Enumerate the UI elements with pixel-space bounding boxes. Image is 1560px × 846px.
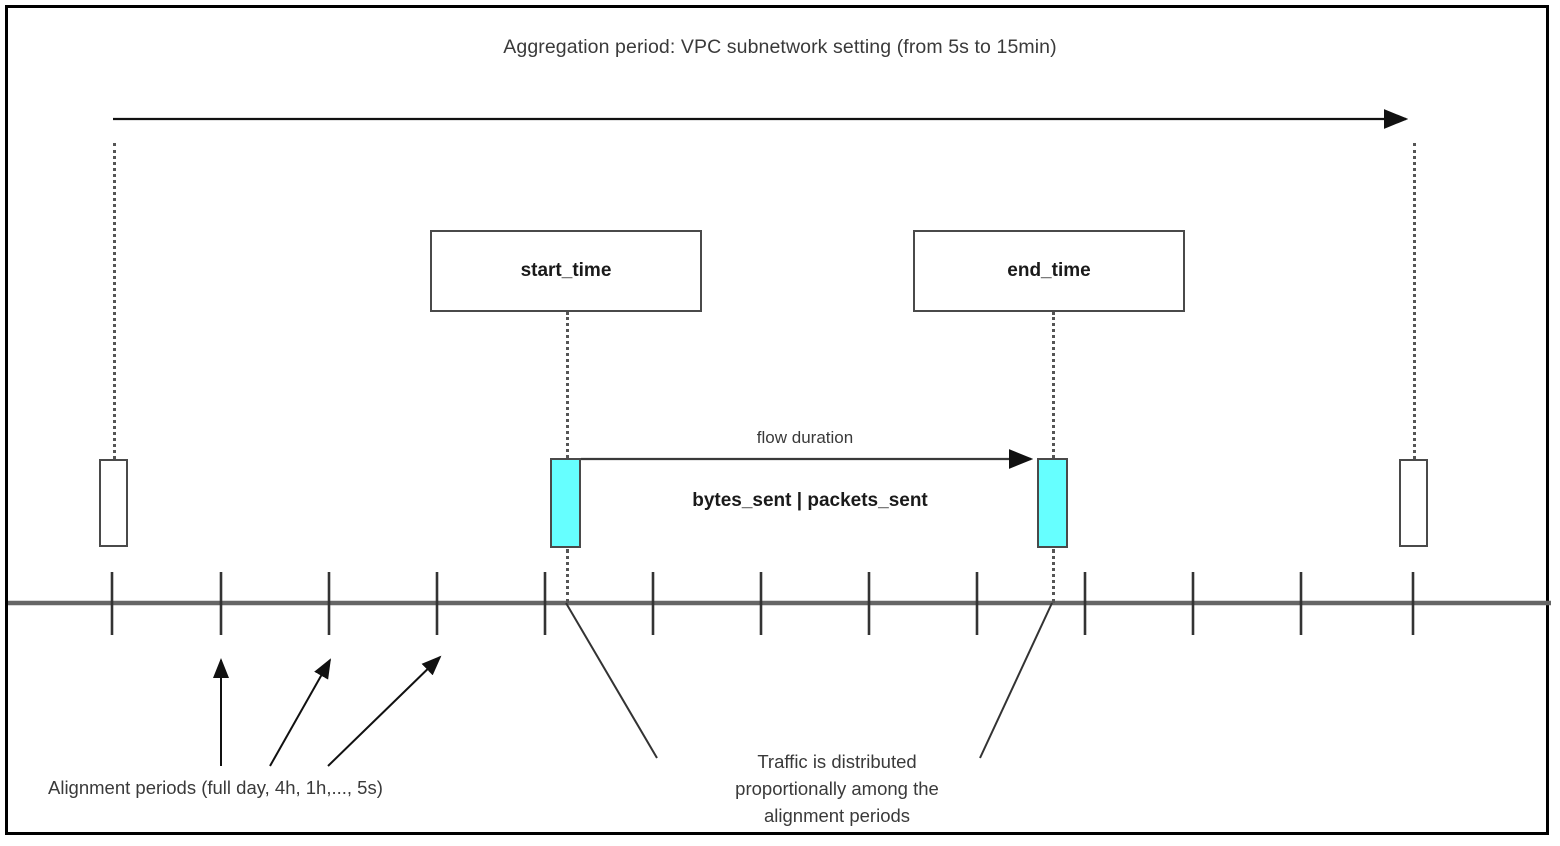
metrics-label: bytes_sent | packets_sent (692, 490, 928, 511)
traffic-distribution-caption: Traffic is distributed proportionally am… (694, 748, 980, 829)
flow-start-marker (550, 458, 581, 548)
traffic-note-line-3: alignment periods (763, 805, 911, 826)
guide-line-start-time-upper (566, 312, 569, 458)
traffic-note-line-2: proportionally among the (735, 778, 939, 799)
aggregation-period-end-marker (1399, 459, 1428, 547)
start-time-label-box: start_time (430, 230, 702, 312)
flow-end-marker (1037, 458, 1068, 548)
guide-line-end-time-lower (1052, 549, 1055, 603)
end-time-label-box: end_time (913, 230, 1185, 312)
guide-line-start-time-lower (566, 549, 569, 603)
flow-duration-label: flow duration (756, 428, 854, 447)
guide-line-end-time-upper (1052, 312, 1055, 458)
diagram-title: Aggregation period: VPC subnetwork setti… (503, 36, 1057, 58)
traffic-note-line-1: Traffic is distributed (757, 751, 917, 772)
guide-line-period-end (1413, 143, 1416, 459)
guide-line-period-start (113, 143, 116, 459)
alignment-periods-caption: Alignment periods (full day, 4h, 1h,...,… (48, 777, 383, 798)
diagram-frame (5, 5, 1549, 835)
aggregation-period-start-marker (99, 459, 128, 547)
